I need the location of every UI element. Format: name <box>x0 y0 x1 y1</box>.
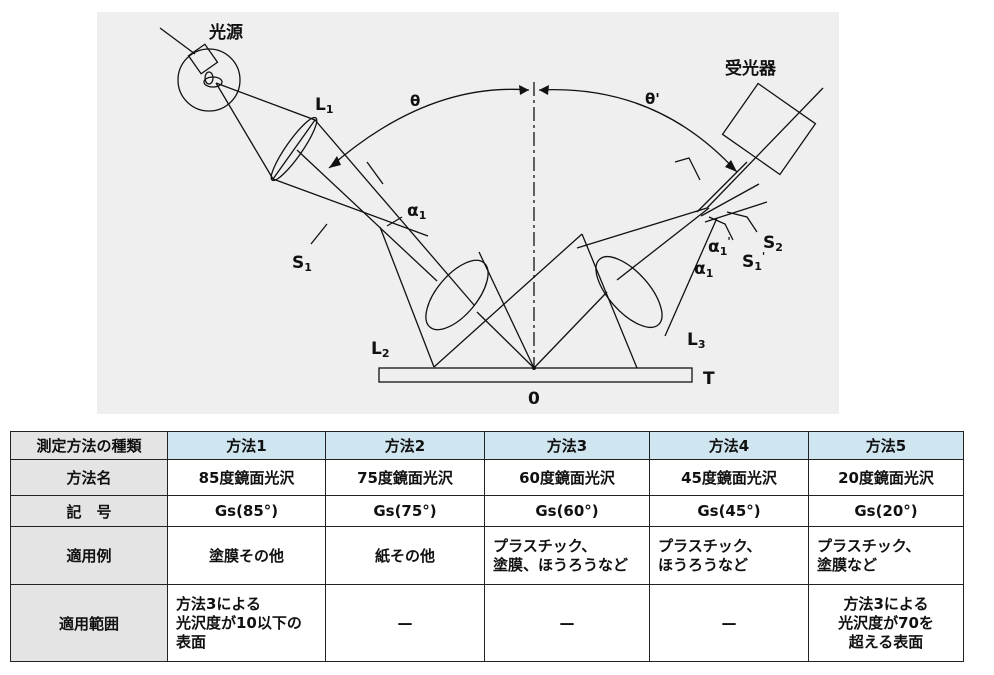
beam-reflected-a <box>533 291 608 369</box>
row-label: 記 号 <box>10 495 168 527</box>
theta-arrow-left <box>329 156 341 168</box>
table-cell: Gs(85°) <box>167 495 326 527</box>
receiver-box <box>721 82 817 176</box>
slit-s1-upper <box>366 161 384 185</box>
beam-l2-left <box>379 226 435 368</box>
theta-prime-arrow-right <box>725 160 737 172</box>
slit-s1p <box>708 216 734 241</box>
table-row: 適用範囲 方法3による光沢度が10以下の表面 — — — 方法3による光沢度が7… <box>10 584 964 662</box>
slit-right-upper <box>674 157 701 181</box>
gloss-measurement-diagram: 光源 受光器 θ θ' L1 L2 L3 S1 S2 S1' α1 α1 α1'… <box>97 12 839 414</box>
table-row: 適用例 塗膜その他 紙その他 プラスチック、塗膜、ほうろうなど プラスチック、ほ… <box>10 526 964 585</box>
slit-s2 <box>726 211 758 233</box>
label-light-source: 光源 <box>208 22 243 43</box>
table-cell: 方法3による光沢度が10以下の表面 <box>167 584 326 662</box>
table-row: 方法名 85度鏡面光沢 75度鏡面光沢 60度鏡面光沢 45度鏡面光沢 20度鏡… <box>10 459 964 496</box>
table-cell: Gs(20°) <box>808 495 964 527</box>
lamp-socket <box>187 43 219 75</box>
label-slit-s1: S1 <box>292 253 312 274</box>
beam-upper-incident <box>314 119 475 306</box>
label-theta-prime: θ' <box>645 90 660 108</box>
table-cell: 塗膜その他 <box>167 526 326 585</box>
beam-reflected-b <box>581 233 638 369</box>
slit-s1-lower <box>310 223 328 245</box>
table-header-row: 測定方法の種類 方法1 方法2 方法3 方法4 方法5 <box>10 431 964 460</box>
ray-receiver-2 <box>700 183 760 217</box>
label-lens-l1: L1 <box>315 95 334 116</box>
header-cell: 方法4 <box>649 431 809 460</box>
label-receiver: 受光器 <box>725 58 777 79</box>
table-cell: 75度鏡面光沢 <box>325 459 485 496</box>
beam-l2-right <box>478 251 535 369</box>
table-cell: — <box>649 584 809 662</box>
row-label: 方法名 <box>10 459 168 496</box>
table-row: 記 号 Gs(85°) Gs(75°) Gs(60°) Gs(45°) Gs(2… <box>10 495 964 527</box>
theta-prime-arrow-left <box>539 85 549 95</box>
label-theta: θ <box>410 92 420 110</box>
theta-prime-arc <box>538 88 738 173</box>
table-cell: Gs(45°) <box>649 495 809 527</box>
table-cell: 60度鏡面光沢 <box>484 459 650 496</box>
table-cell: 20度鏡面光沢 <box>808 459 964 496</box>
table-cell: 85度鏡面光沢 <box>167 459 326 496</box>
measurement-method-table: 測定方法の種類 方法1 方法2 方法3 方法4 方法5 方法名 85度鏡面光沢 … <box>10 431 964 662</box>
beam-cross-b <box>476 311 535 369</box>
ray-receiver-1 <box>696 161 748 213</box>
beam-l3-axis <box>616 207 710 281</box>
table-cell: 方法3による光沢度が70を超える表面 <box>808 584 964 662</box>
table-cell: — <box>325 584 485 662</box>
reflection-point <box>532 366 536 370</box>
row-label: 適用例 <box>10 526 168 585</box>
theta-arc <box>328 88 530 169</box>
label-alpha1-left: α1 <box>407 201 426 222</box>
table-cell: 紙その他 <box>325 526 485 585</box>
row-label: 適用範囲 <box>10 584 168 662</box>
receiver-axis <box>706 87 824 209</box>
beam-source-to-l1 <box>215 82 317 181</box>
table-cell: Gs(60°) <box>484 495 650 527</box>
light-source-housing <box>177 48 241 112</box>
label-origin: 0 <box>528 389 540 409</box>
header-cell: 測定方法の種類 <box>10 431 168 460</box>
beam-focus-line <box>296 149 438 282</box>
table-cell: プラスチック、ほうろうなど <box>649 526 809 585</box>
beam-l3-lower <box>664 217 718 337</box>
lens-l3 <box>595 256 663 328</box>
beam-cross-a <box>433 233 583 368</box>
label-sample-t: T <box>703 369 715 389</box>
table-cell: プラスチック、塗膜、ほうろうなど <box>484 526 650 585</box>
table-cell: Gs(75°) <box>325 495 485 527</box>
alpha1-left-pointer <box>386 216 403 227</box>
header-cell: 方法3 <box>484 431 650 460</box>
table-cell: プラスチック、塗膜など <box>808 526 964 585</box>
label-alpha1-prime: α1' <box>708 235 731 258</box>
lamp-filament-inner <box>204 71 214 85</box>
optical-setup-svg: 光源 受光器 θ θ' L1 L2 L3 S1 S2 S1' α1 α1 α1'… <box>97 12 839 414</box>
header-cell: 方法2 <box>325 431 485 460</box>
label-slit-s2: S2 <box>763 233 783 254</box>
lens-l1 <box>270 116 318 182</box>
theta-arrow-right <box>519 85 529 95</box>
label-alpha1-right: α1 <box>694 259 713 280</box>
lamp-lead <box>159 27 196 55</box>
header-cell: 方法5 <box>808 431 964 460</box>
label-lens-l2: L2 <box>371 339 390 360</box>
beam-l3-upper <box>576 207 708 249</box>
ray-receiver-3 <box>704 201 768 223</box>
label-lens-l3: L3 <box>687 330 706 351</box>
beam-lower-incident <box>272 178 429 237</box>
header-cell: 方法1 <box>167 431 326 460</box>
table-cell: — <box>484 584 650 662</box>
table-cell: 45度鏡面光沢 <box>649 459 809 496</box>
label-slit-s1-prime: S1' <box>742 250 765 273</box>
